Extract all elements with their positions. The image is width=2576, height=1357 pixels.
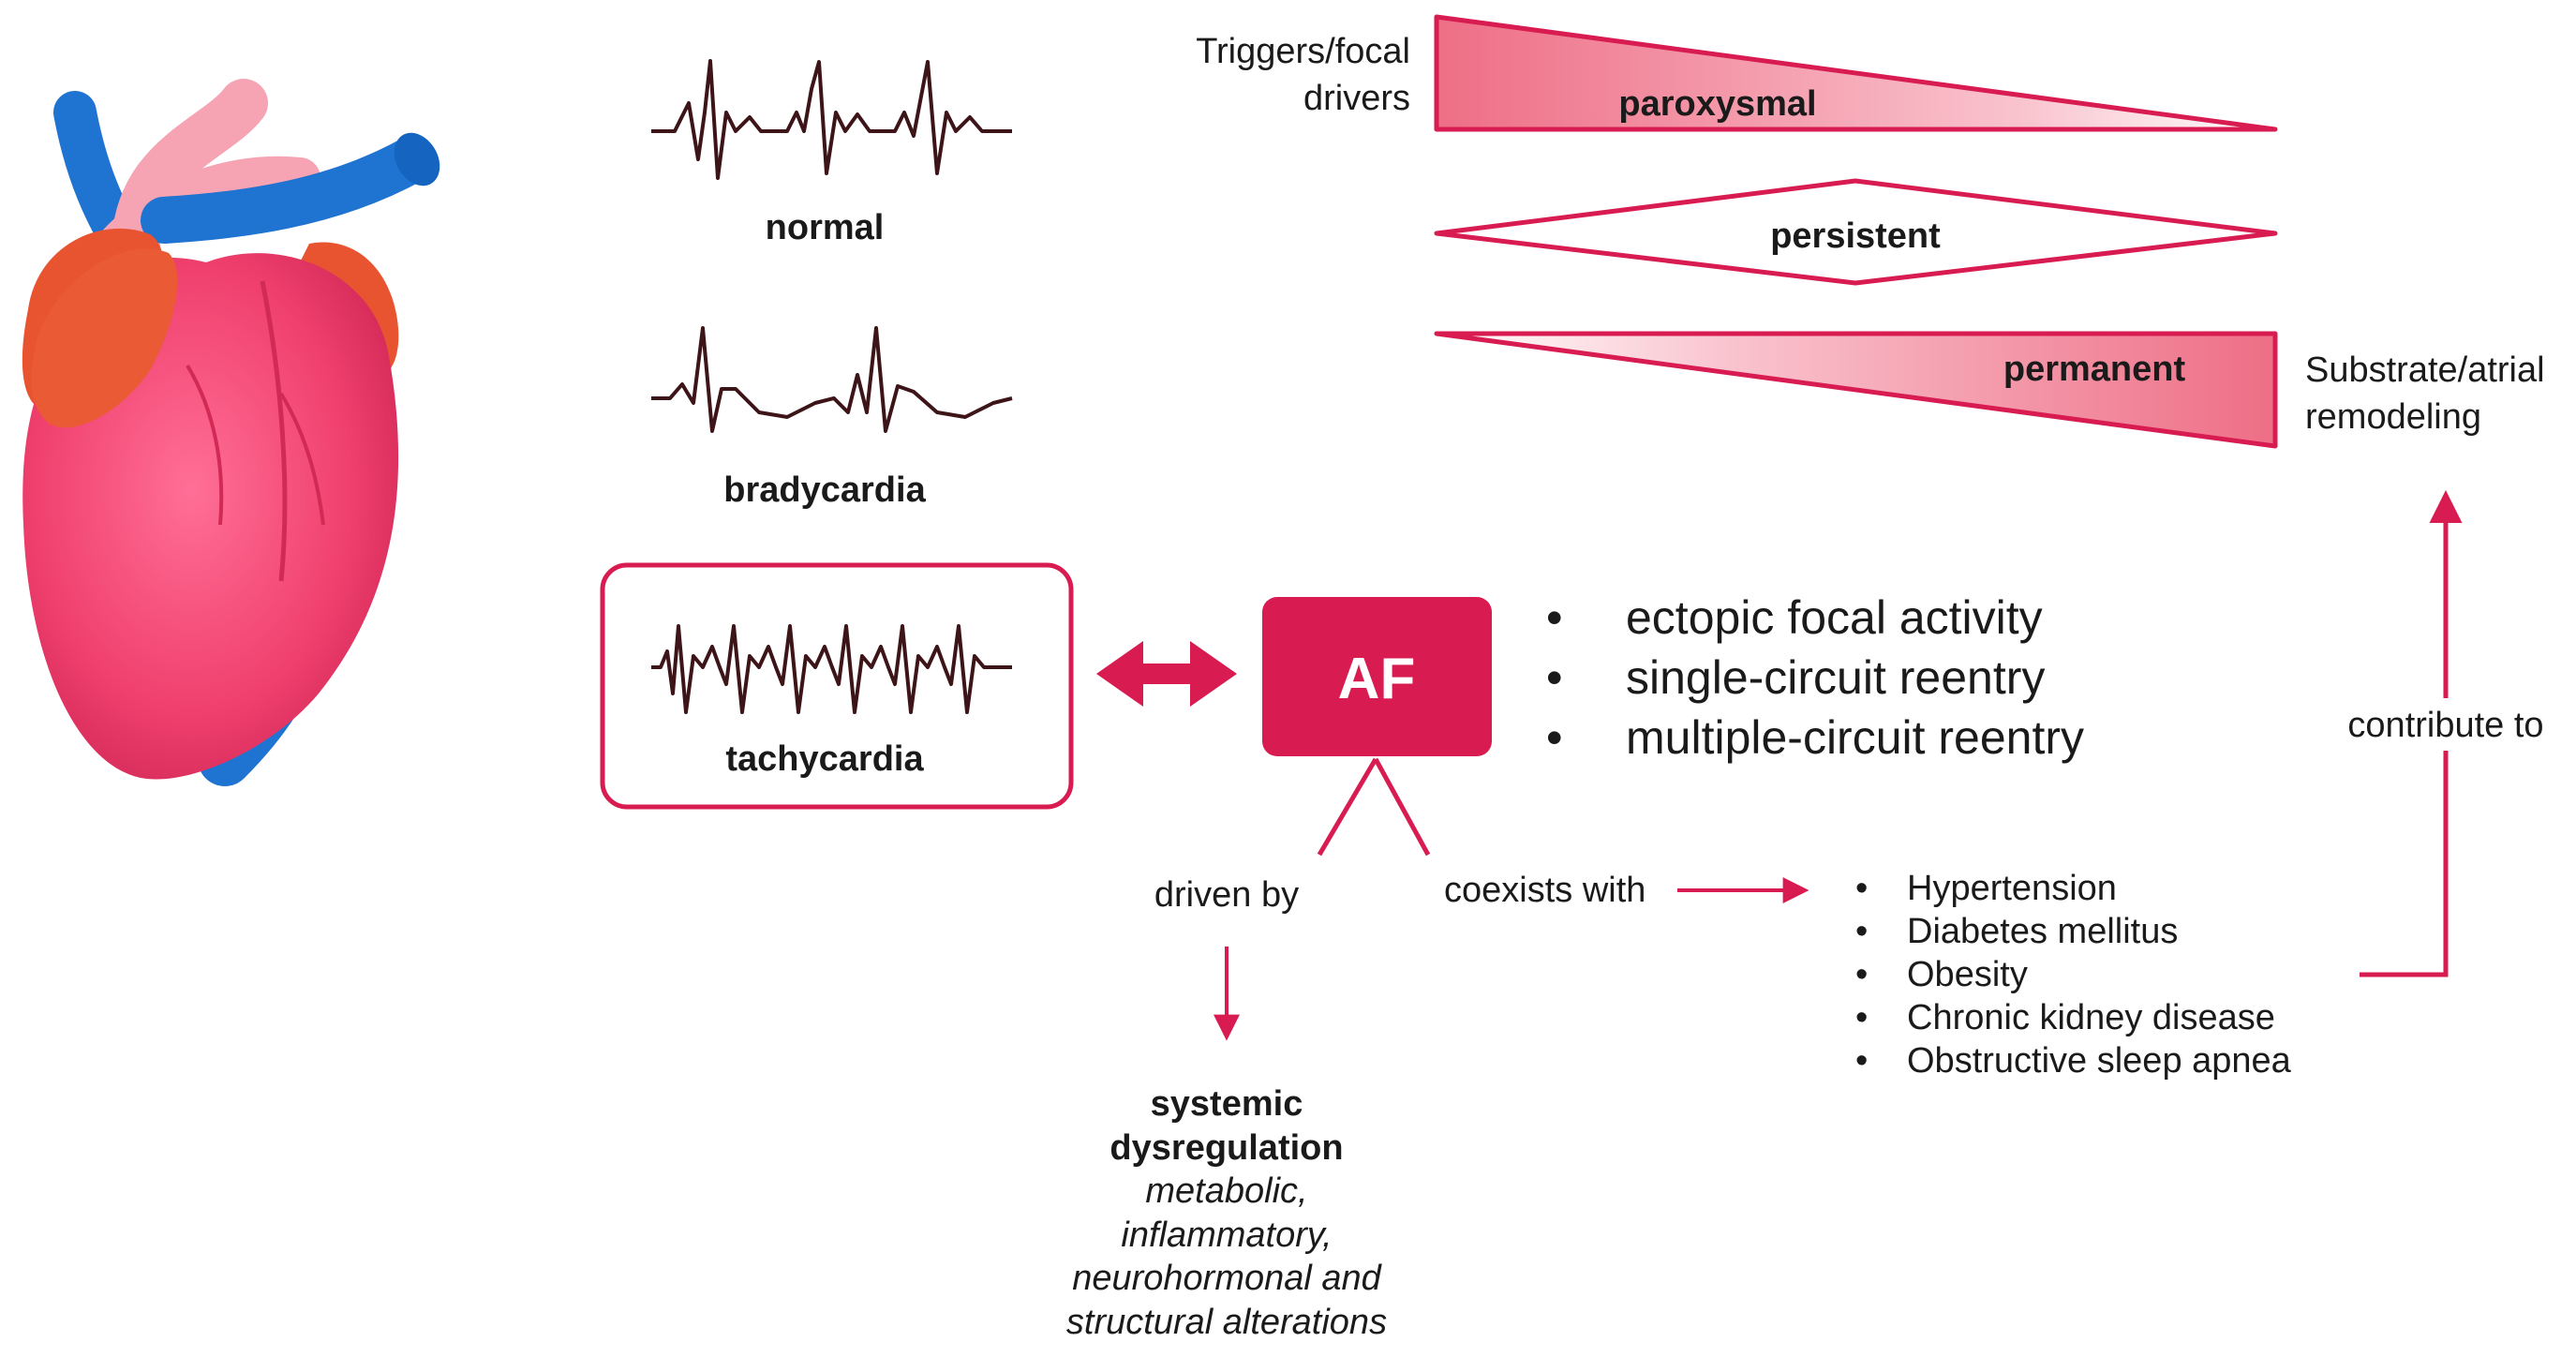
comorbidity-item: Chronic kidney disease: [1907, 998, 2275, 1037]
comorbidity-bullet: •: [1855, 1041, 1868, 1081]
comorbidity-item: Diabetes mellitus: [1907, 912, 2178, 951]
coexists-with-label: coexists with: [1444, 871, 1645, 910]
triggers-label-line1: Triggers/focal: [1196, 32, 1410, 71]
ecg-normal-label: normal: [766, 208, 885, 247]
comorbidity-bullet: •: [1855, 869, 1868, 908]
mechanism-item: single-circuit reentry: [1626, 651, 2045, 704]
contribute-label: contribute to: [2347, 706, 2543, 745]
comorbidity-bullet: •: [1855, 955, 1868, 994]
ecg-tachycardia-trace: [651, 624, 1012, 714]
driven-by-label: driven by: [1154, 875, 1299, 915]
comorbidity-item: Obesity: [1907, 955, 2028, 994]
ecg-tachycardia-label: tachycardia: [725, 739, 924, 779]
ecg-normal-trace: [651, 59, 1012, 180]
persistent-label: persistent: [1770, 216, 1941, 256]
mechanism-item: ectopic focal activity: [1626, 591, 2043, 644]
mechanism-bullet: •: [1546, 651, 1563, 704]
comorbidity-list: • Hypertension • Diabetes mellitus • Obe…: [1855, 869, 2292, 1081]
atrium-front: [31, 248, 178, 428]
systemic-title-line1: systemic: [1151, 1084, 1303, 1124]
mechanism-list: • ectopic focal activity • single-circui…: [1546, 591, 2084, 764]
mechanism-bullet: •: [1546, 591, 1563, 644]
persistent-diamond: [1434, 178, 2278, 286]
ecg-bradycardia-label: bradycardia: [723, 470, 926, 510]
af-label: AF: [1338, 647, 1416, 711]
ecg-bradycardia-trace: [651, 326, 1013, 433]
triggers-label-line2: drivers: [1303, 79, 1410, 118]
contribute-label-bg: [2343, 698, 2549, 751]
mechanism-item: multiple-circuit reentry: [1626, 711, 2084, 764]
af-branch-left: [1317, 757, 1378, 857]
permanent-label: permanent: [2003, 350, 2186, 389]
systemic-detail: metabolic,: [1145, 1171, 1307, 1211]
paroxysmal-label: paroxysmal: [1618, 84, 1816, 124]
tachycardia-box: [600, 562, 1074, 810]
systemic-detail: structural alterations: [1066, 1303, 1387, 1342]
permanent-wedge: [1434, 331, 2278, 449]
systemic-detail: inflammatory,: [1121, 1215, 1332, 1255]
heart-illustration: [22, 79, 440, 786]
substrate-label-line2: remodeling: [2305, 397, 2481, 437]
systemic-title-line2: dysregulation: [1109, 1128, 1343, 1168]
coronary-vessel: [186, 364, 224, 526]
systemic-detail: neurohormonal and: [1072, 1259, 1382, 1298]
pulmonary-artery: [141, 136, 436, 244]
contribute-arrow: [2360, 490, 2463, 977]
coronary-vessel: [279, 392, 325, 526]
coronary-vessel: [260, 280, 288, 582]
bidirectional-arrow: [1096, 641, 1237, 707]
af-box: [1262, 597, 1492, 756]
comorbidity-item: Obstructive sleep apnea: [1907, 1041, 2292, 1081]
comorbidity-bullet: •: [1855, 912, 1868, 951]
comorbidity-bullet: •: [1855, 998, 1868, 1037]
af-branch-right: [1373, 757, 1431, 857]
pulmonary-artery-end: [394, 132, 440, 186]
comorbidity-item: Hypertension: [1907, 869, 2117, 908]
substrate-label-line1: Substrate/atrial: [2305, 350, 2545, 390]
paroxysmal-wedge: [1434, 14, 2278, 132]
mechanism-bullet: •: [1546, 711, 1563, 764]
